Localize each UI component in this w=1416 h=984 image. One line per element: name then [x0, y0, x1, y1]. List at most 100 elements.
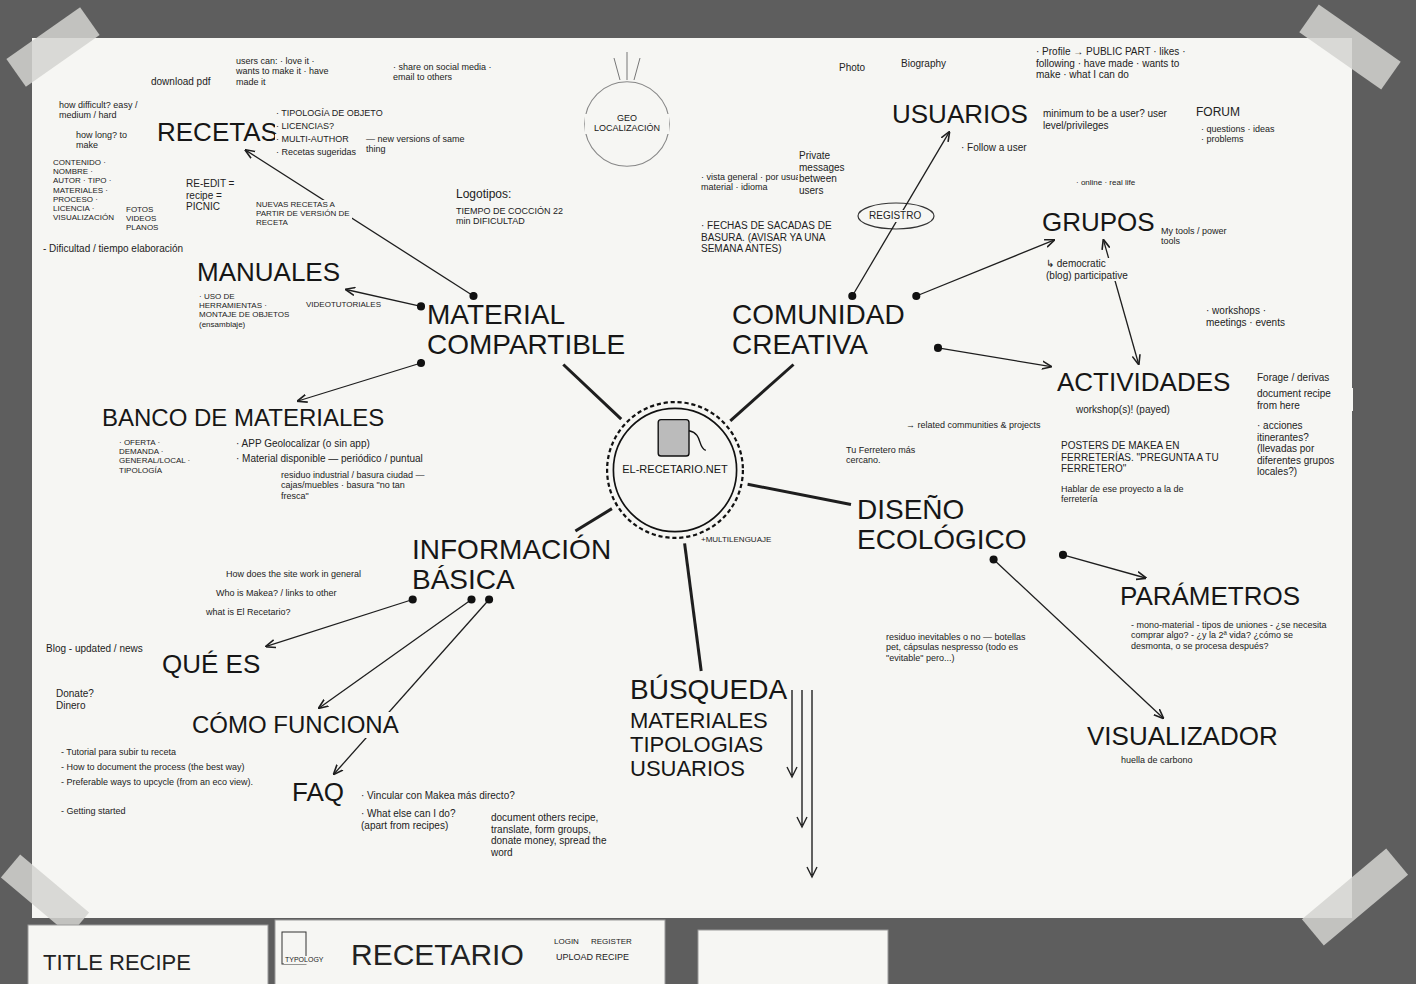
topic-node: CÓMO FUNCIONA [190, 712, 401, 738]
note-label: · APP Geolocalizar (o sin app) [235, 438, 371, 450]
topic-node: MANUALES [195, 258, 342, 286]
topic-text: BÚSQUEDA [628, 675, 789, 705]
note-label: · What else can I do? (apart from recipe… [360, 808, 477, 831]
note-label: LOGIN [553, 937, 580, 946]
tape [1299, 4, 1400, 89]
note-label: · share on social media · email to other… [392, 62, 494, 83]
sketch-sheet [698, 930, 888, 984]
note-label: · questions · ideas · problems [1200, 124, 1277, 145]
note-label: workshop(s)! (payed) [1075, 404, 1171, 416]
note-label: ↳ democratic (blog) participative [1045, 258, 1132, 281]
note-label: Blog - updated / news [45, 643, 144, 655]
note-label: TIEMPO DE COCCIÓN 22 min DIFICULTAD [455, 206, 572, 227]
note-label: · online · real life [1075, 178, 1136, 187]
topic-text: PARÁMETROS [1118, 582, 1302, 610]
note-label: download pdf [150, 76, 212, 88]
book-icon [658, 420, 689, 456]
topic-node: USUARIOS [890, 100, 1030, 128]
note-label: · OFERTA · DEMANDA · GENERAL/LOCAL · TIP… [118, 438, 192, 475]
note-label: minimum to be a user? user level/privile… [1042, 108, 1184, 131]
note-label: · Profile → PUBLIC PART · likes · follow… [1035, 46, 1187, 81]
topic-node: QUÉ ES [160, 650, 262, 678]
note-label: · MULTI-AUTHOR [275, 134, 350, 144]
note-label: Tu Ferretero más cercano. [845, 445, 947, 466]
connector [730, 365, 793, 421]
connector [319, 600, 471, 709]
topic-text: ACTIVIDADES [1055, 368, 1232, 396]
note-label: +MULTILENGUAJE [700, 535, 772, 544]
note-label: · Recetas sugeridas [275, 147, 357, 157]
note-label: what is El Recetario? [205, 607, 292, 617]
note-label: Hablar de ese proyecto a la de ferreterí… [1060, 484, 1222, 505]
topic-text: MANUALES [195, 258, 342, 286]
connector [916, 240, 1054, 296]
note-label: Biography [900, 58, 947, 70]
topic-text: EL-RECETARIO.NET [620, 464, 730, 476]
circle-node: GEO LOCALIZACIÓN [583, 80, 671, 168]
topic-text: MATERIAL COMPARTIBLE [425, 300, 629, 360]
note-label: CONTENIDO · NOMBRE · AUTOR · TIPO · MATE… [52, 158, 122, 222]
logo-circle [613, 408, 736, 531]
circle-node: EL-RECETARIO.NET [605, 400, 745, 540]
topic-text: FAQ [290, 778, 346, 806]
note-label: residuo inevitables o no — botellas pet,… [885, 632, 1037, 663]
note-label: · FECHAS DE SACADAS DE BASURA. (AVISAR Y… [700, 220, 852, 255]
topic-text: BANCO DE MATERIALES [100, 405, 386, 431]
sketch-sheet [275, 920, 665, 984]
connector [852, 132, 949, 296]
topic-text: INFORMACIÓN BÁSICA [410, 535, 629, 595]
note-label: REGISTER [590, 937, 633, 946]
note-label: · Follow a user [960, 142, 1028, 154]
connector [563, 365, 621, 420]
note-label: document recipe from here [1256, 388, 1353, 411]
note-label: Photo [838, 62, 866, 74]
topic-text: QUÉ ES [160, 650, 262, 678]
note-label: RE-EDIT = recipe = PICNIC [185, 178, 247, 213]
registro-oval [858, 203, 934, 229]
topic-node: VISUALIZADOR [1085, 722, 1280, 750]
note-label: → related communities & projects [905, 420, 1042, 430]
tape [1302, 849, 1408, 946]
note-label: REGISTRO [868, 210, 922, 222]
note-label: - mono-material - tipos de uniones - ¿se… [1130, 620, 1337, 651]
note-label: how difficult? easy / medium / hard [58, 100, 152, 121]
scallop-ring [607, 402, 743, 538]
topic-text: USUARIOS [890, 100, 1030, 128]
topic-node: ACTIVIDADES [1055, 368, 1232, 396]
note-label: document others recipe, translate, form … [490, 812, 617, 858]
note-label: · LICENCIAS? [275, 121, 335, 131]
note-label: FORUM [1195, 106, 1241, 120]
note-label: huella de carbono [1120, 755, 1194, 765]
note-label: FOTOS VIDEOS PLANOS [125, 205, 167, 233]
topic-text: CÓMO FUNCIONA [190, 712, 401, 738]
note-label: - Preferable ways to upcycle (from an ec… [60, 777, 254, 787]
note-label: How does the site work in general [225, 569, 362, 579]
note-label: · acciones itinerantes? (llevadas por di… [1256, 420, 1350, 478]
search-arrows [787, 690, 817, 877]
topic-text: DISEÑO ECOLÓGICO [855, 495, 1059, 555]
paper-sheet [32, 38, 1352, 918]
note-label: Donate? Dinero [55, 688, 107, 711]
connector [748, 484, 851, 504]
note-label: · Material disponible — periódico / punt… [235, 453, 424, 465]
note-label: · Vincular con Makea más directo? [360, 790, 516, 802]
connector [685, 543, 702, 671]
note-label: - Tutorial para subir tu receta [60, 747, 177, 757]
note-label: · USO DE HERRAMIENTAS · MONTAJE DE OBJET… [198, 292, 295, 329]
note-label: - Dificultad / tiempo elaboración [42, 243, 184, 255]
topic-text: RECETAS [155, 118, 280, 146]
connector [298, 363, 421, 401]
topic-text: VISUALIZADOR [1085, 722, 1280, 750]
note-label: Forage / derivas [1256, 372, 1330, 384]
note-label: Who is Makea? / links to other [215, 588, 338, 598]
note-label: TITLE RECIPE [42, 950, 192, 975]
topic-subtext: MATERIALES TIPOLOGIAS USUARIOS [628, 709, 782, 780]
sketch-sheet [28, 925, 268, 984]
topic-node: FAQ [290, 778, 346, 806]
note-label: VIDEOTUTORIALES [305, 300, 382, 309]
topic-node: BANCO DE MATERIALES [100, 405, 386, 431]
topic-text: GEO LOCALIZACIÓN [585, 114, 669, 133]
note-label: users can: · love it · wants to make it … [235, 56, 332, 87]
connector [575, 509, 612, 531]
note-label: - Getting started [60, 806, 127, 816]
